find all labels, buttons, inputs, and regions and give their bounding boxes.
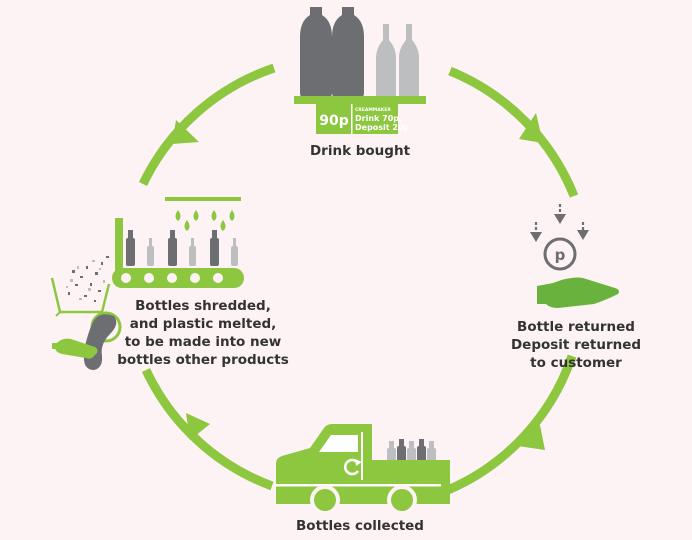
cycle-arrows [138,63,579,495]
bottle-shelf-icon: 90p CREAMMAKER Drink 70p, Deposit 20p [294,7,426,134]
label-line: and plastic melted, [129,316,277,332]
label-bottles-collected: Bottles collected [290,517,430,535]
truck-door-line [361,432,363,480]
arrowhead-right-top [519,113,543,143]
arc-top-right [448,66,579,198]
conveyor-post [115,218,123,274]
arc-bottom-left [141,368,274,491]
label-line: Bottle returned [517,319,635,335]
label-bottles-shredded: Bottles shredded, and plastic melted, to… [108,297,298,369]
falling-arrows [530,204,589,242]
conveyor-shredder-icon [50,197,244,370]
price-tag-line3: Deposit 20p [355,123,410,132]
open-hand [537,277,619,308]
shred-flakes [68,256,109,302]
price-tag-line1: CREAMMAKER [355,107,391,113]
label-line: bottles other products [117,352,289,368]
arrowhead-right-bottom [518,425,545,450]
truck-window [319,435,358,452]
arrowhead-left-top [172,120,199,144]
label-drink-bought: Drink bought [300,142,420,160]
price-tag-divider [351,104,353,134]
shelf [294,96,426,104]
arc-bottom-right [446,354,577,495]
price-tag [316,104,398,134]
label-line: Bottles shredded, [135,298,271,314]
deposit-coin-letter: p [555,246,566,264]
plastic-bottle-2 [332,7,364,98]
truck-wheel-rear [387,485,417,515]
label-line: Bottles collected [296,518,424,534]
conveyor-belt [112,268,244,288]
shred-flakes-light [66,260,105,300]
truck-wheel-front [310,485,340,515]
glass-bottle-2 [399,24,419,98]
label-bottle-returned: Bottle returned Deposit returned to cust… [506,318,646,372]
hand-coin-icon: p [530,204,619,308]
label-line: Drink bought [309,143,411,159]
new-bottle-icon [54,338,98,359]
plastic-bottle-1 [300,7,332,98]
drops [175,210,235,231]
label-line: to be made into new [124,334,282,350]
truck-stripe [276,484,441,487]
shredder-basket [50,277,111,314]
arrowhead-left-bottom [186,413,210,440]
recycle-icon [344,458,360,476]
price-tag-price: 90p [319,113,349,129]
label-line: to customer [530,355,622,371]
cycle-arrowheads [172,113,545,450]
nozzle-rail [165,197,241,201]
price-tag-line2: Drink 70p, [355,114,402,123]
arc-top-left [138,63,276,186]
glass-bottle-1 [376,24,396,98]
conveyor-bottles [126,230,238,266]
recycling-truck-icon [276,424,450,515]
label-line: Deposit returned [510,337,642,353]
deposit-coin [543,237,577,271]
conveyor-rollers [121,273,223,283]
